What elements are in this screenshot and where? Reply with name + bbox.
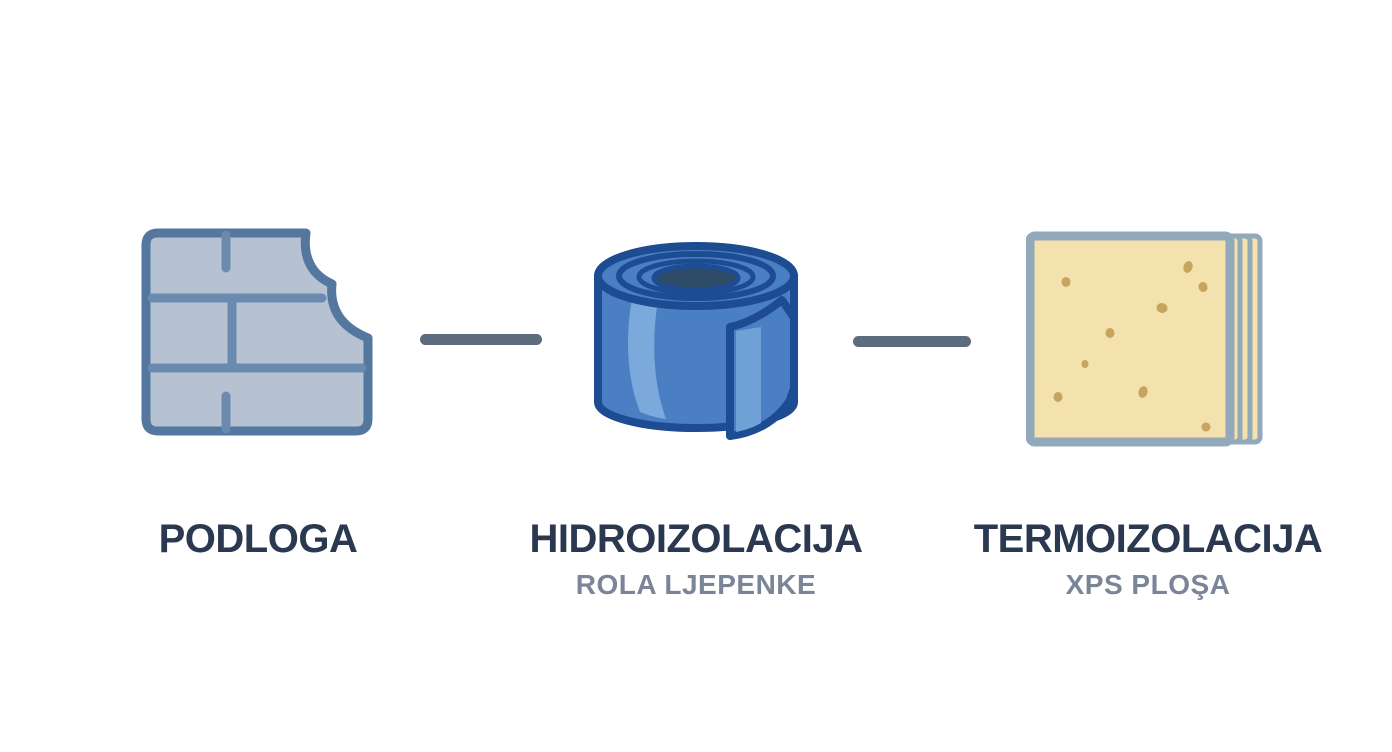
connector-dash-2 xyxy=(853,336,971,347)
termoizolacija-subtitle: XPS PLOŞA xyxy=(1065,569,1231,600)
hidroizolacija-icon-box xyxy=(526,228,866,519)
membrane-roll-icon xyxy=(594,242,798,440)
termoizolacija-icon-box xyxy=(978,228,1318,519)
termoizolacija-title: TERMOIZOLACIJA xyxy=(973,517,1323,561)
xps-board-icon xyxy=(1025,231,1262,447)
hidroizolacija-subtitle: ROLA LJEPENKE xyxy=(575,569,817,600)
hidroizolacija-title: HIDROIZOLACIJA xyxy=(529,517,864,561)
podloga-title: PODLOGA xyxy=(158,517,358,561)
podloga-icon-box xyxy=(88,228,428,519)
step-termoizolacija: TERMOIZOLACIJA XPS PLOŞA xyxy=(974,228,1323,600)
connector-dash-1 xyxy=(420,334,542,345)
brick-wall-icon xyxy=(141,228,373,436)
step-hidroizolacija: HIDROIZOLACIJA ROLA LJEPENKE xyxy=(526,228,866,599)
step-podloga: PODLOGA xyxy=(88,228,428,571)
